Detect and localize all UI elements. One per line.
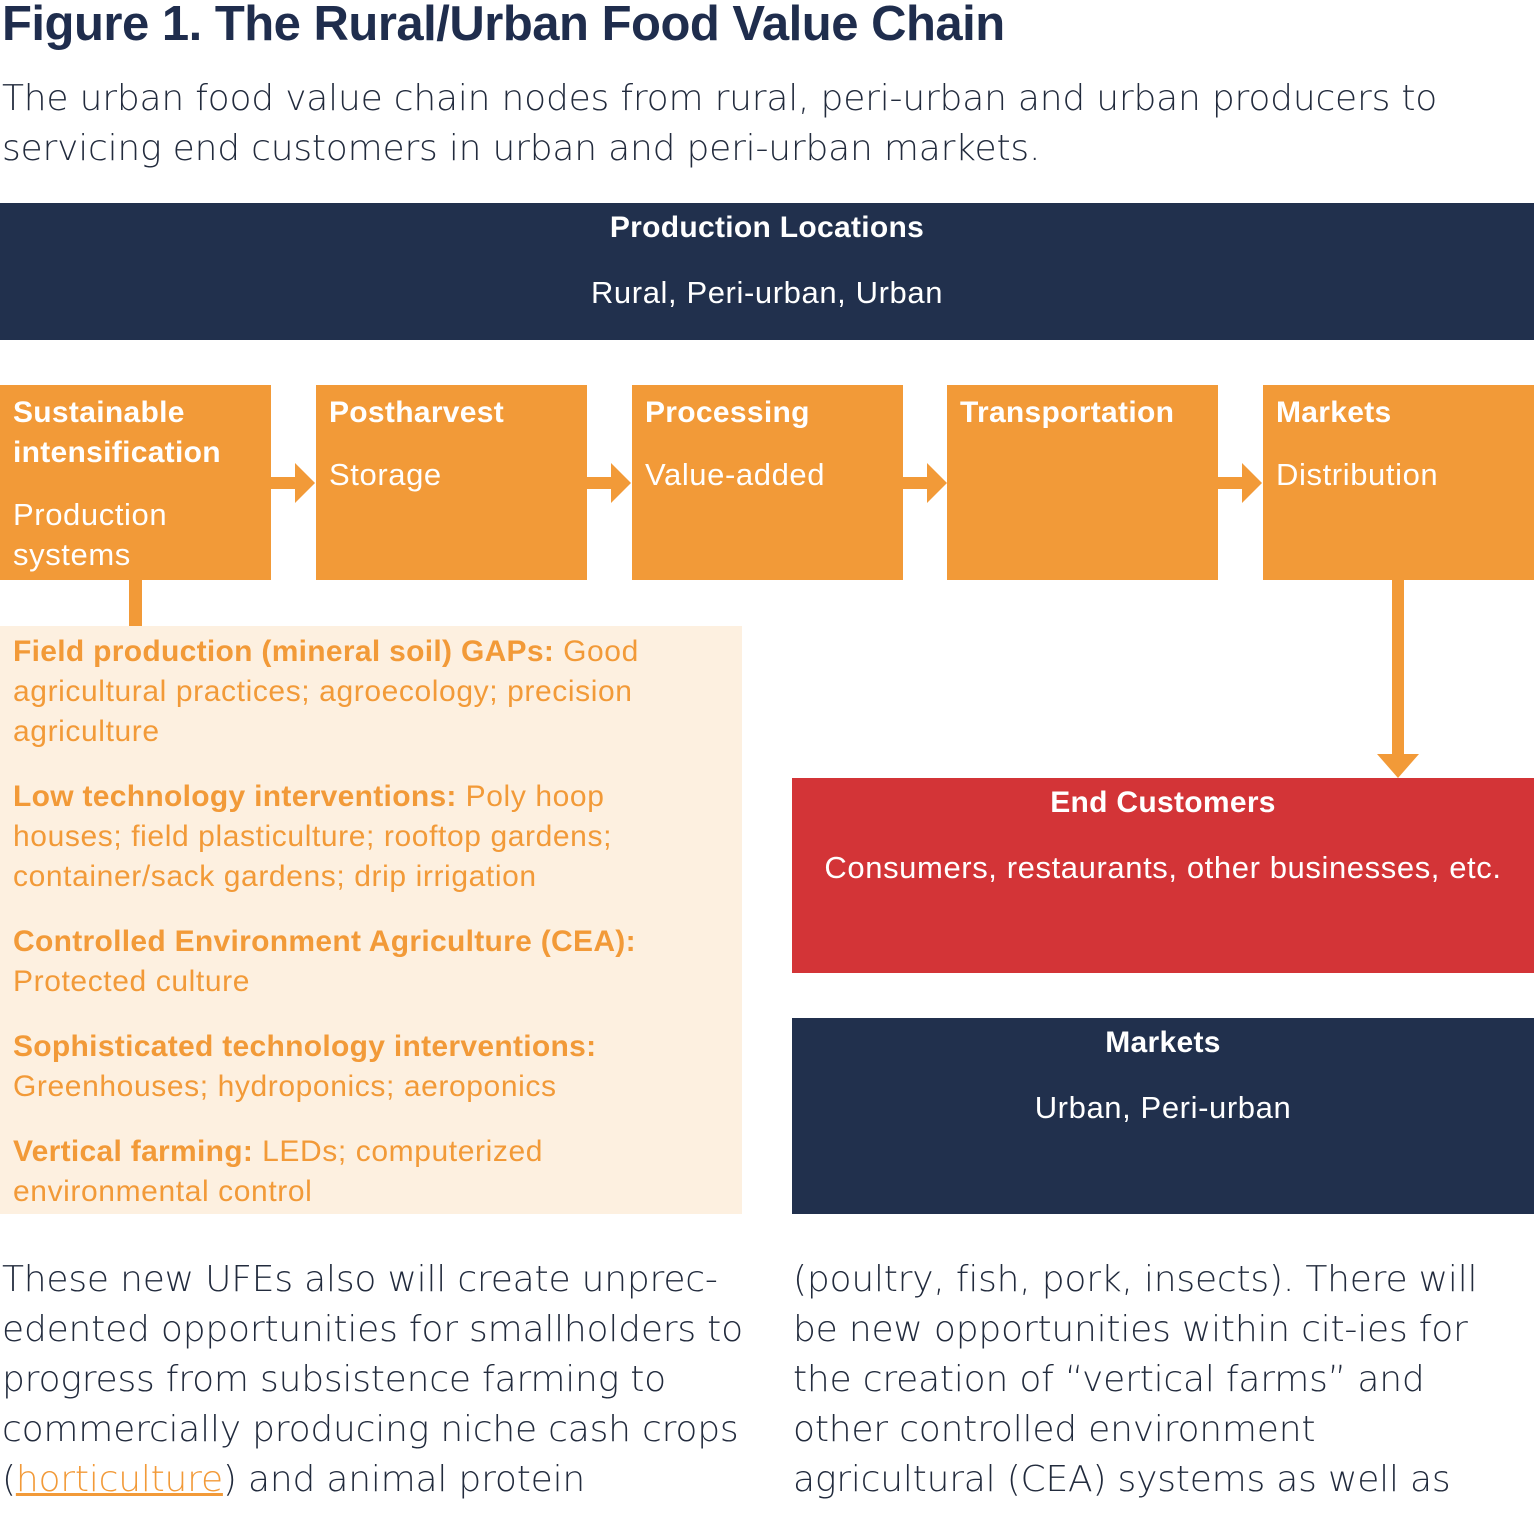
horticulture-link[interactable]: horticulture (15, 1459, 223, 1500)
end-customers-box: End Customers Consumers, restaurants, ot… (792, 778, 1534, 973)
step-subtitle: Value-added (645, 457, 826, 492)
markets-title: Markets (1105, 1026, 1221, 1059)
arrow-right-icon (1218, 463, 1262, 503)
body-text-right: (poultry, fish, pork, insects). There wi… (793, 1259, 1478, 1500)
body-text-left: These new UFEs also will create unprec-e… (2, 1255, 747, 1505)
production-locations-banner: Production Locations Rural, Peri-urban, … (0, 203, 1534, 340)
arrow-down-icon (1377, 580, 1419, 778)
detail-label: Vertical farming: (13, 1135, 254, 1168)
detail-label: Low technology interventions: (13, 780, 457, 813)
step-markets: Markets Distribution (1263, 385, 1534, 580)
markets-banner: Markets Urban, Peri-urban (792, 1018, 1534, 1214)
step-postharvest: Postharvest Storage (316, 385, 587, 580)
production-locations-title: Production Locations (609, 211, 925, 244)
detail-item-low-technology: Low technology interventions: Poly hoop … (13, 777, 713, 897)
step-subtitle: Production systems (13, 497, 168, 572)
arrow-right-icon (903, 463, 947, 503)
production-locations-subtitle: Rural, Peri-urban, Urban (590, 275, 944, 310)
step-title: Transportation (960, 396, 1175, 429)
detail-item-cea: Controlled Environment Agriculture (CEA)… (13, 922, 673, 1002)
figure-subtitle: The urban food value chain nodes from ru… (2, 78, 1438, 169)
step-sustainable-intensification: Sustainable intensification Production s… (0, 385, 271, 580)
body-text-left-part2: ) and animal protein (222, 1459, 586, 1500)
detail-item-field-production: Field production (mineral soil) GAPs: Go… (13, 632, 713, 752)
step-title: Postharvest (329, 396, 505, 429)
end-customers-title: End Customers (1050, 786, 1276, 819)
markets-subtitle: Urban, Peri-urban (1034, 1090, 1292, 1125)
detail-item-sophisticated: Sophisticated technology interventions: … (13, 1027, 633, 1107)
step-title: Markets (1276, 396, 1392, 429)
step-transportation: Transportation (947, 385, 1218, 580)
end-customers-subtitle: Consumers, restaurants, other businesses… (824, 850, 1502, 885)
detail-text: Greenhouses; hydroponics; aeroponics (13, 1070, 557, 1103)
step-subtitle: Distribution (1276, 457, 1439, 492)
detail-label: Sophisticated technology interventions: (13, 1030, 597, 1063)
detail-text: LEDs; computerized environmental control (13, 1135, 544, 1208)
arrow-right-icon (587, 463, 631, 503)
figure-title: Figure 1. The Rural/Urban Food Value Cha… (2, 0, 1005, 51)
step-title: Sustainable intensification (13, 396, 221, 469)
detail-item-vertical-farming: Vertical farming: LEDs; computerized env… (13, 1132, 613, 1212)
production-details-panel: Field production (mineral soil) GAPs: Go… (0, 626, 742, 1214)
step-title: Processing (645, 396, 810, 429)
step-subtitle: Storage (329, 457, 442, 492)
detail-text: Poly hoop houses; field plasticulture; r… (13, 780, 613, 893)
connector-line (129, 580, 142, 626)
detail-text: Good agricultural practices; agroecology… (13, 635, 639, 748)
body-text-left-part1: These new UFEs also will create unprec-e… (2, 1259, 743, 1500)
detail-label: Controlled Environment Agriculture (CEA)… (13, 925, 636, 958)
step-processing: Processing Value-added (632, 385, 903, 580)
detail-label: Field production (mineral soil) GAPs: (13, 635, 555, 668)
arrow-right-icon (271, 463, 315, 503)
detail-text: Protected culture (13, 965, 250, 998)
